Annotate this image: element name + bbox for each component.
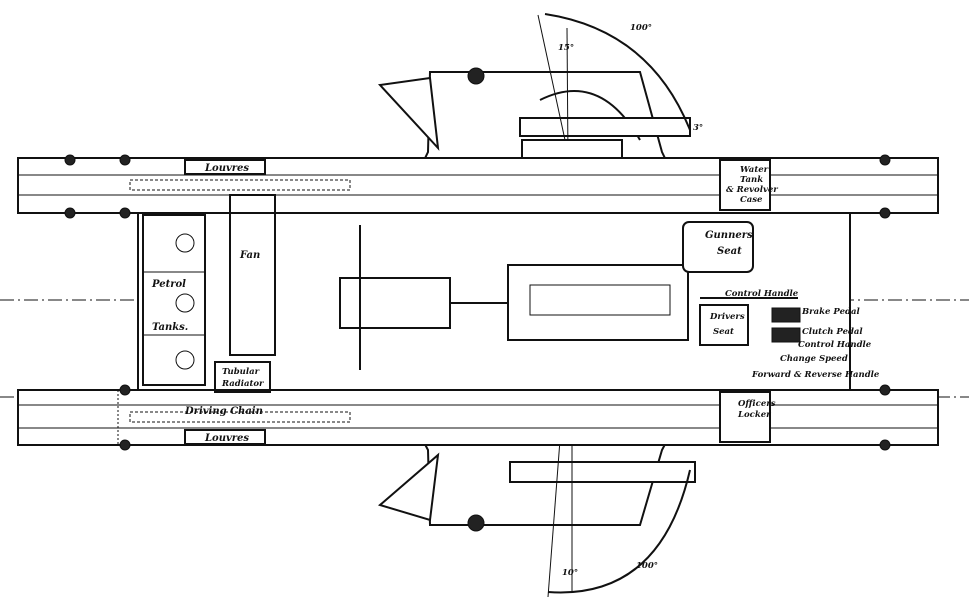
wheels xyxy=(64,154,891,451)
angle-top-traverse: 100° xyxy=(630,23,652,33)
label-change-speed: Change Speed xyxy=(780,354,848,364)
label-brake-pedal: Brake Pedal xyxy=(801,307,860,317)
label-louvres-bottom: Louvres xyxy=(204,433,249,444)
angle-top-depression: 3° xyxy=(693,123,703,133)
angle-bottom-elevation: 10° xyxy=(562,568,578,578)
label-drivers-seat-1: Drivers xyxy=(709,312,745,322)
water-tank xyxy=(719,159,771,211)
label-water-tank-2: Tank xyxy=(740,175,763,185)
label-water-tank-1: Water xyxy=(740,165,769,175)
gunners-seat xyxy=(682,221,754,273)
petrol-tanks xyxy=(142,214,206,386)
label-control-handle: Control Handle xyxy=(798,340,872,350)
engine xyxy=(339,225,689,370)
label-clutch-pedal: Clutch Pedal xyxy=(802,327,863,337)
clutch-pedal xyxy=(771,327,801,343)
brake-pedal xyxy=(771,307,801,323)
label-water-tank-3: & Revolver xyxy=(726,185,778,195)
label-drivers-seat-2: Seat xyxy=(713,327,734,337)
label-gunners-seat-1: Gunners xyxy=(705,230,753,241)
label-forward-reverse: Forward & Reverse Handle xyxy=(751,370,880,380)
label-fan: Fan xyxy=(239,250,260,261)
angle-top-elevation: 15° xyxy=(558,43,574,53)
label-driving-chain: Driving Chain xyxy=(184,406,263,417)
drivers-seat xyxy=(699,304,749,346)
label-water-tank-4: Case xyxy=(740,195,763,205)
fan xyxy=(229,194,276,356)
angle-bottom-traverse: 100° xyxy=(636,561,658,571)
label-officers-locker-1: Officers xyxy=(738,399,776,409)
officers-locker xyxy=(719,391,771,443)
tubular-radiator xyxy=(214,361,271,393)
label-petrol-2: Tanks. xyxy=(152,322,188,333)
bottom-track xyxy=(17,389,939,446)
label-control-handle-top: Control Handle xyxy=(725,289,799,299)
label-radiator-2: Radiator xyxy=(221,379,264,389)
label-petrol-1: Petrol xyxy=(151,279,186,290)
label-officers-locker-2: Locker xyxy=(737,410,771,420)
label-radiator-1: Tubular xyxy=(222,367,260,377)
label-louvres-top: Louvres xyxy=(204,163,249,174)
label-gunners-seat-2: Seat xyxy=(717,246,742,257)
